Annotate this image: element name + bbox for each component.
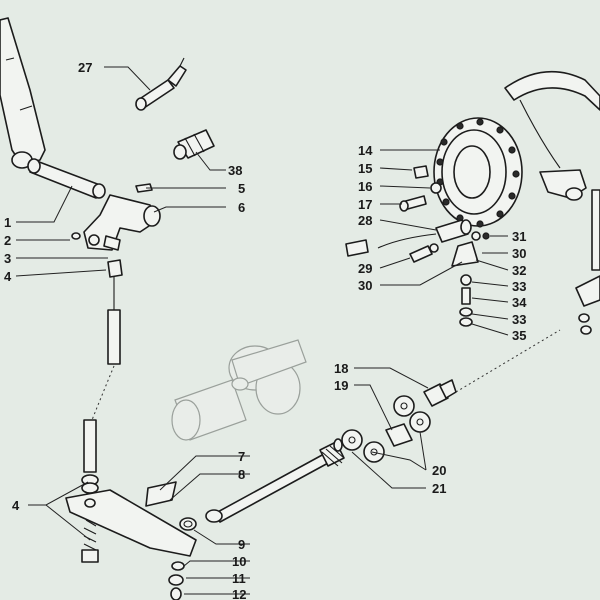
push-knob-27 (135, 57, 187, 111)
lower-rod (81, 419, 99, 494)
link-plate-20 (333, 395, 431, 463)
brake-band (504, 70, 600, 201)
bolt-stack-33-35 (459, 274, 473, 327)
callout-38: 38 (228, 163, 242, 178)
callout-1: 1 (4, 215, 11, 230)
lever-bracket (83, 194, 161, 251)
callout-28: 28 (358, 213, 372, 228)
screw-17 (399, 195, 427, 212)
callout-11: 11 (232, 571, 246, 586)
callout-33-lower: 33 (512, 312, 526, 327)
callout-14: 14 (358, 143, 373, 158)
pivot-shaft (27, 158, 106, 199)
pin-15 (413, 165, 429, 179)
callout-35: 35 (512, 328, 526, 343)
lower-spring (81, 519, 99, 563)
callout-4-upper: 4 (4, 269, 12, 284)
callout-31: 31 (512, 229, 526, 244)
driveshaft-ghost (171, 339, 307, 441)
spring-pin-5 (135, 183, 153, 193)
callout-32: 32 (512, 263, 526, 278)
callout-9: 9 (238, 537, 245, 552)
callout-8: 8 (238, 467, 245, 482)
washers-10-12 (168, 561, 185, 600)
bracket-32 (451, 231, 490, 267)
callout-27: 27 (78, 60, 92, 75)
callout-18: 18 (334, 361, 348, 376)
callout-7: 7 (238, 449, 245, 464)
callout-5: 5 (238, 181, 245, 196)
washer-16 (430, 182, 442, 194)
callout-15: 15 (358, 161, 372, 176)
upper-rod (107, 259, 123, 365)
nipple-38 (173, 129, 215, 160)
callout-12: 12 (232, 587, 246, 600)
stud-18 (423, 379, 457, 407)
callout-10: 10 (232, 554, 246, 569)
cam-lever-shaft (205, 441, 345, 523)
callout-17: 17 (358, 197, 372, 212)
leader-lines (15, 66, 509, 595)
callout-20: 20 (432, 463, 446, 478)
sensor-28 (345, 219, 472, 257)
callout-29: 29 (358, 261, 372, 276)
callout-4-lower: 4 (12, 498, 20, 513)
brake-drum-14 (433, 117, 523, 228)
callout-16: 16 (358, 179, 372, 194)
callout-21: 21 (432, 481, 446, 496)
callout-30-right: 30 (512, 246, 526, 261)
callout-30-left: 30 (358, 278, 372, 293)
brake-lever-arm (0, 17, 46, 169)
screw-29 (409, 243, 439, 263)
right-rod (575, 189, 600, 335)
callout-labels: 27 38 5 6 1 2 3 4 14 15 16 17 28 29 30 3… (4, 60, 527, 600)
callout-2: 2 (4, 233, 11, 248)
washer-9 (179, 517, 197, 531)
pin-2 (71, 232, 81, 240)
callout-34: 34 (512, 295, 527, 310)
callout-6: 6 (238, 200, 245, 215)
callout-33-upper: 33 (512, 279, 526, 294)
callout-3: 3 (4, 251, 11, 266)
callout-19: 19 (334, 378, 348, 393)
